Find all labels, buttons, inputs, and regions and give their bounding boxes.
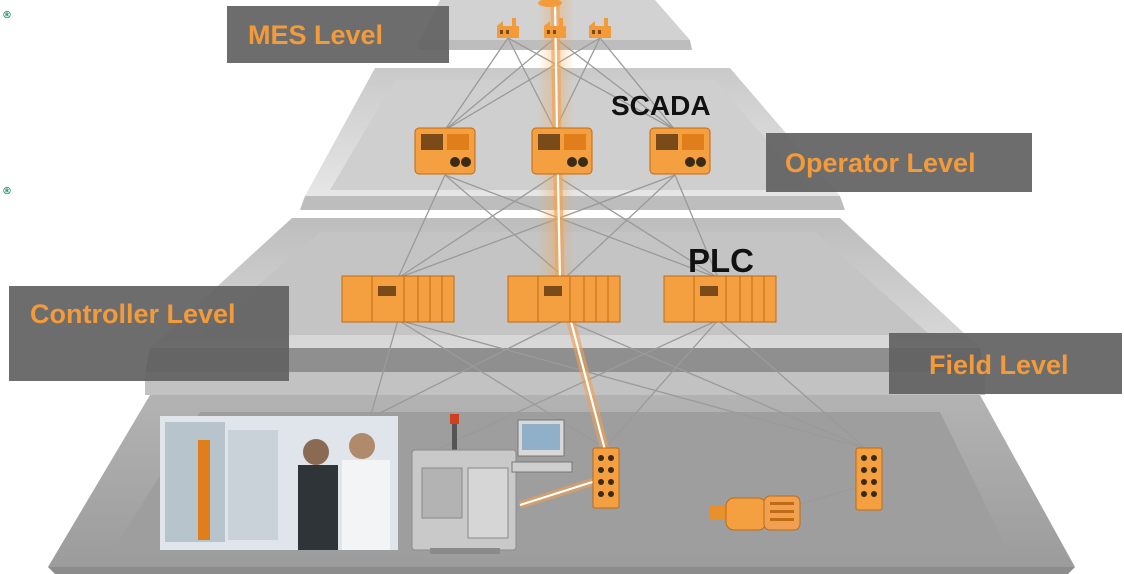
operator-level-label: Operator Level xyxy=(766,133,1032,192)
machine-icon xyxy=(411,414,573,554)
factory-photo xyxy=(160,416,398,550)
factory-icon-2 xyxy=(544,18,566,38)
io-module-icon-2 xyxy=(855,447,883,511)
plc-module-icon-2 xyxy=(507,275,621,323)
plc-module-icon-1 xyxy=(341,275,455,323)
factory-icon-3 xyxy=(589,18,611,38)
registered-mark-icon: ® xyxy=(2,10,12,21)
scada-label: SCADA xyxy=(611,90,711,121)
motor-icon xyxy=(710,495,801,531)
operator-panel-icon-1 xyxy=(414,127,476,175)
io-module-icon-1 xyxy=(592,447,620,509)
controller-level-label: Controller Level xyxy=(9,286,289,381)
mes-level-label: MES Level xyxy=(227,6,449,63)
plc-module-icon-3 xyxy=(663,275,777,323)
plc-label: PLC xyxy=(688,242,754,279)
registered-mark-icon: ® xyxy=(2,186,12,197)
operator-panel-icon-3 xyxy=(649,127,711,175)
field-level-label: Field Level xyxy=(889,333,1122,394)
operator-panel-icon-2 xyxy=(531,127,593,175)
factory-icon-1 xyxy=(497,18,519,38)
